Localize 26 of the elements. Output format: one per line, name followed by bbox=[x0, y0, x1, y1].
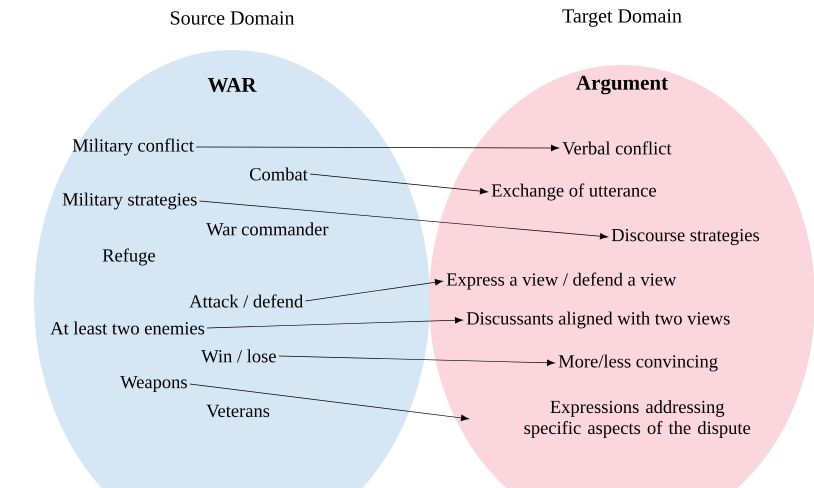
arrow bbox=[206, 317, 463, 328]
concept-label: Exchange of utterance bbox=[492, 183, 656, 201]
concept-label: Discussants aligned with two views bbox=[466, 312, 730, 328]
node-label: Target Domain bbox=[562, 9, 682, 27]
concept-label: Veterans bbox=[206, 404, 270, 418]
concept-label: More/less convincing bbox=[558, 354, 718, 372]
arrow bbox=[196, 144, 559, 152]
concept-label: Verbal conflict bbox=[562, 141, 672, 155]
concept-label: Military conflict bbox=[72, 138, 194, 156]
concept-label: At least two enemies bbox=[50, 321, 204, 335]
concept-label: Win / lose bbox=[201, 349, 276, 363]
arrow bbox=[199, 200, 608, 240]
concept-label: Refuge bbox=[102, 248, 155, 266]
node-label: Source Domain bbox=[170, 11, 294, 25]
arrow bbox=[305, 279, 443, 302]
concept-label: Expressions addressing specific aspects of the dispute bbox=[524, 400, 750, 438]
concept-label: Express a view / defend a view bbox=[446, 272, 676, 290]
concept-label: Weapons bbox=[120, 376, 187, 392]
concept-label: Military strategies bbox=[62, 192, 197, 210]
concept-label: War commander bbox=[206, 222, 328, 236]
concept-label: Attack / defend bbox=[189, 294, 304, 308]
concept-label: Discourse strategies bbox=[612, 228, 760, 246]
arrow bbox=[189, 384, 469, 422]
concept-label: Combat bbox=[250, 167, 308, 181]
arrow bbox=[278, 356, 555, 366]
arrow bbox=[310, 174, 488, 194]
